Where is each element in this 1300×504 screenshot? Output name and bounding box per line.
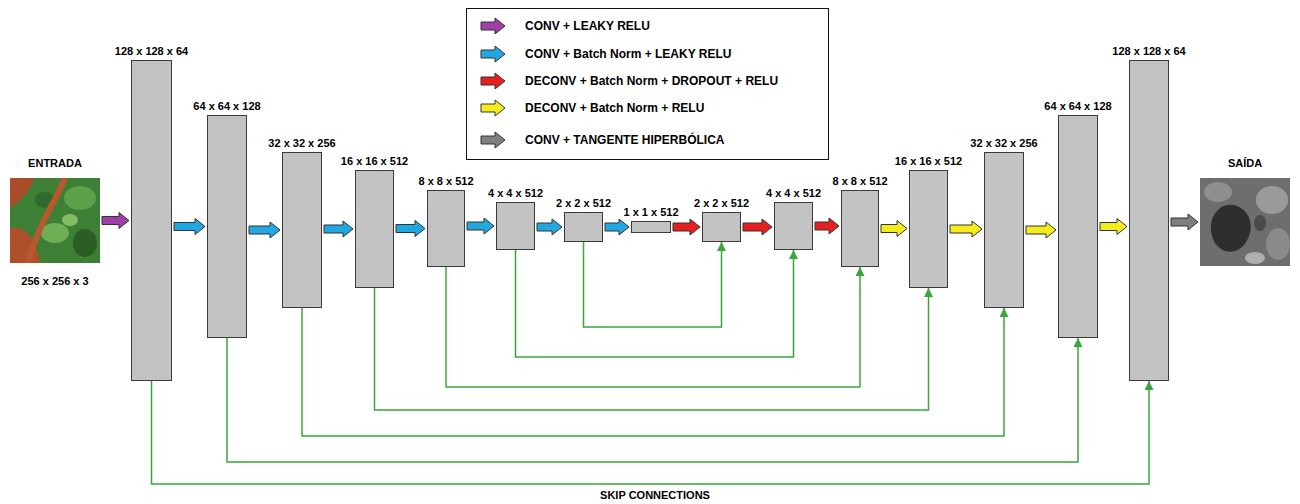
- tree-patch: [64, 186, 96, 210]
- texture: [1245, 252, 1265, 264]
- legend-entry: DECONV + Batch Norm + RELU: [467, 99, 828, 117]
- tree-patch: [73, 229, 97, 257]
- feature-map-block: 16 x 16 x 512: [355, 170, 394, 288]
- flow-arrow: [102, 213, 129, 229]
- skip-connection: [152, 381, 1150, 484]
- section-label: SKIP CONNECTIONS: [600, 489, 710, 502]
- dimension-label: 32 x 32 x 256: [970, 137, 1037, 150]
- flow-arrow: [537, 219, 562, 235]
- dimension-label: 4 x 4 x 512: [766, 187, 821, 200]
- flow-arrow: [396, 221, 425, 237]
- image-title: SAÍDA: [1228, 157, 1262, 170]
- flow-arrow: [743, 219, 772, 235]
- dimension-label: 128 x 128 x 64: [1112, 45, 1185, 58]
- arrow-sample: [481, 73, 505, 89]
- legend-swatch: [479, 131, 507, 149]
- flow-arrow: [815, 218, 839, 234]
- feature-map-block: 2 x 2 x 512: [702, 212, 741, 242]
- feature-map-block: 8 x 8 x 512: [427, 190, 465, 267]
- legend-entry: CONV + TANGENTE HIPERBÓLICA: [467, 131, 828, 149]
- legend-swatch: [479, 72, 507, 90]
- flow-arrow: [673, 219, 700, 235]
- dimension-label: 8 x 8 x 512: [832, 175, 887, 188]
- feature-map-block: 32 x 32 x 256: [282, 152, 322, 308]
- dark-region: [1211, 205, 1251, 252]
- flow-arrow: [1100, 219, 1127, 235]
- image-panel: SAÍDA: [1200, 178, 1290, 266]
- arrow-sample: [481, 46, 505, 62]
- skip-connection: [375, 288, 929, 410]
- flow-arrow: [1026, 222, 1056, 238]
- dimension-label: 16 x 16 x 512: [341, 155, 408, 168]
- skip-connection: [516, 250, 794, 357]
- flow-arrow: [1171, 214, 1198, 230]
- legend-box: CONV + LEAKY RELU CONV + Batch Norm + LEA…: [466, 8, 829, 160]
- dimension-label: 64 x 64 x 128: [193, 100, 260, 113]
- output-grayscale-image: [1200, 178, 1290, 266]
- tree-patch: [41, 223, 69, 243]
- image-title: ENTRADA: [28, 157, 82, 170]
- legend-text: CONV + TANGENTE HIPERBÓLICA: [525, 133, 724, 147]
- texture: [1204, 182, 1232, 202]
- bare-soil: [10, 178, 34, 208]
- legend-entry: DECONV + Batch Norm + DROPOUT + RELU: [467, 72, 828, 90]
- arrow-sample: [481, 18, 505, 34]
- legend-entry: CONV + Batch Norm + LEAKY RELU: [467, 45, 828, 63]
- size-label: 256 x 256 x 3: [21, 275, 88, 288]
- flow-arrow: [950, 221, 982, 237]
- dirt-road: [28, 178, 65, 263]
- dimension-label: 2 x 2 x 512: [694, 197, 749, 210]
- feature-map-block: 2 x 2 x 512: [564, 212, 603, 242]
- feature-map-block: 16 x 16 x 512: [909, 170, 948, 288]
- dimension-label: 32 x 32 x 256: [268, 137, 335, 150]
- legend-swatch: [479, 45, 507, 63]
- texture: [1266, 228, 1290, 260]
- legend-swatch: [479, 17, 507, 35]
- feature-map-block: 128 x 128 x 64: [131, 60, 172, 381]
- flow-arrow: [324, 221, 353, 237]
- dimension-label: 8 x 8 x 512: [418, 175, 473, 188]
- legend-text: CONV + LEAKY RELU: [525, 19, 650, 33]
- feature-map-block: 128 x 128 x 64: [1129, 60, 1169, 381]
- legend-swatch: [479, 99, 507, 117]
- dimension-label: 4 x 4 x 512: [488, 187, 543, 200]
- flow-arrow: [605, 219, 629, 235]
- feature-map-block: 64 x 64 x 128: [207, 115, 247, 338]
- legend-text: DECONV + Batch Norm + RELU: [525, 101, 704, 115]
- skip-connection: [446, 267, 860, 387]
- input-satellite-image: [10, 178, 100, 263]
- skip-connection: [584, 242, 722, 327]
- texture: [1256, 186, 1288, 214]
- dimension-label: 64 x 64 x 128: [1044, 100, 1111, 113]
- texture: [1254, 215, 1266, 231]
- vegetation: [10, 178, 100, 263]
- feature-map-block: 32 x 32 x 256: [984, 152, 1024, 308]
- feature-map-block: 4 x 4 x 512: [496, 202, 535, 250]
- feature-map-block: 8 x 8 x 512: [841, 190, 879, 267]
- dimension-label: 128 x 128 x 64: [115, 45, 188, 58]
- feature-map-block: 4 x 4 x 512: [774, 202, 813, 250]
- flow-arrow: [467, 218, 494, 234]
- texture: [1200, 178, 1290, 266]
- legend-text: DECONV + Batch Norm + DROPOUT + RELU: [525, 74, 778, 88]
- flow-arrow: [174, 219, 205, 235]
- legend-entry: CONV + LEAKY RELU: [467, 17, 828, 35]
- flow-arrow: [249, 222, 280, 238]
- skip-connection: [227, 338, 1078, 462]
- skip-connection: [302, 308, 1004, 436]
- tree-patch: [62, 214, 78, 226]
- dimension-label: 1 x 1 x 512: [623, 206, 678, 219]
- arrow-sample: [481, 100, 505, 116]
- legend-text: CONV + Batch Norm + LEAKY RELU: [525, 47, 731, 61]
- feature-map-block: 1 x 1 x 512: [631, 221, 671, 233]
- dimension-label: 16 x 16 x 512: [895, 155, 962, 168]
- flow-arrow: [881, 221, 907, 237]
- image-panel: ENTRADA256 x 256 x 3: [10, 178, 100, 263]
- arrow-sample: [481, 132, 505, 148]
- dimension-label: 2 x 2 x 512: [556, 197, 611, 210]
- feature-map-block: 64 x 64 x 128: [1058, 115, 1098, 338]
